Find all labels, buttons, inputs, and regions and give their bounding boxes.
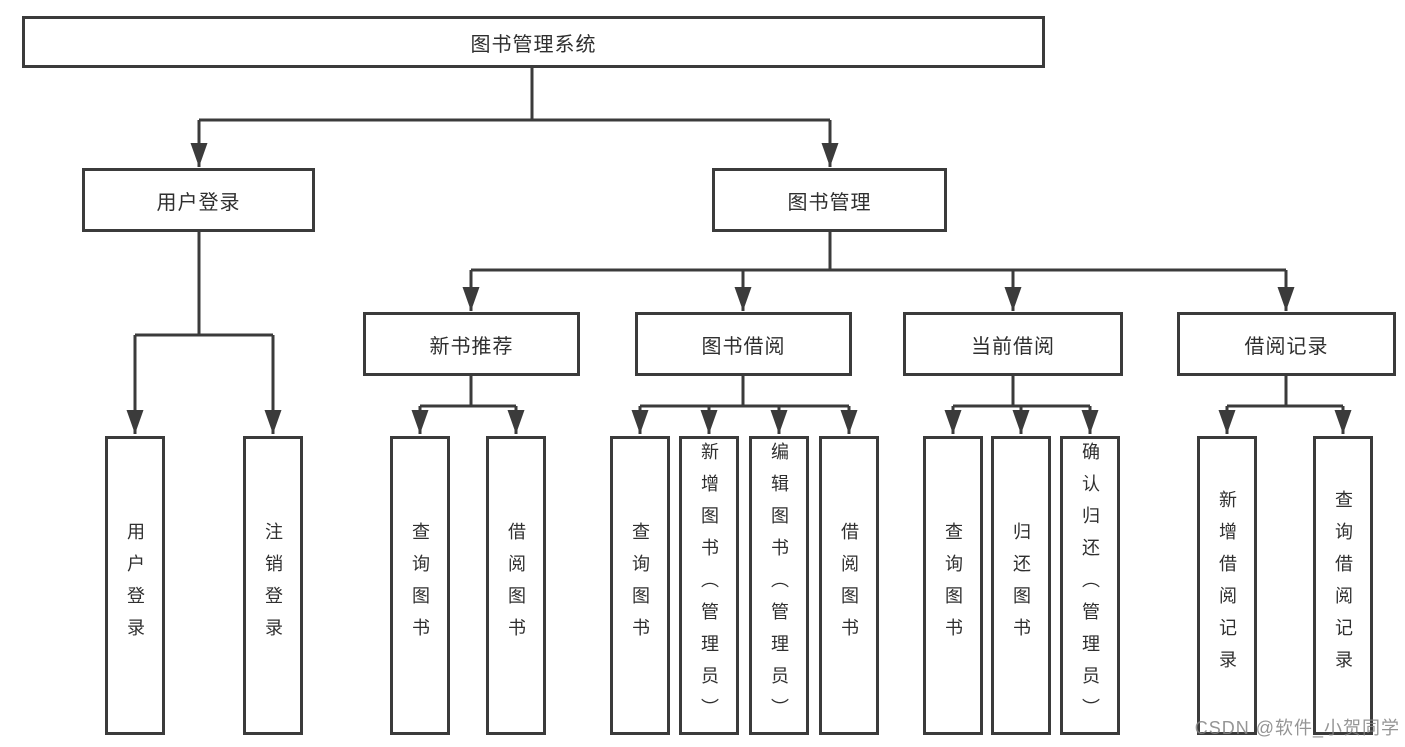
leaf-label: 借阅图书: [839, 521, 859, 650]
leaf-borrow-books-borrowing: 借阅图书: [819, 436, 879, 735]
node-label: 图书管理系统: [470, 33, 597, 56]
leaf-label: 新增图书（管理员）: [699, 441, 719, 730]
leaf-label: 借阅图书: [506, 521, 526, 650]
arrow-connectors: [126, 120, 1352, 434]
leaf-query-books-recommend: 查询图书: [390, 436, 450, 735]
node-book-management: 图书管理: [712, 168, 947, 232]
leaf-add-book-admin: 新增图书（管理员）: [679, 436, 739, 735]
leaf-user-login: 用户登录: [105, 436, 165, 735]
node-new-book-recommend: 新书推荐: [363, 312, 580, 376]
leaf-confirm-return-admin: 确认归还（管理员）: [1060, 436, 1120, 735]
node-borrowing-records: 借阅记录: [1177, 312, 1396, 376]
leaf-logout: 注销登录: [243, 436, 303, 735]
leaf-add-borrow-record: 新增借阅记录: [1197, 436, 1257, 735]
node-user-login: 用户登录: [82, 168, 315, 232]
node-label: 当前借阅: [971, 335, 1055, 358]
leaf-label: 归还图书: [1011, 521, 1031, 650]
leaf-label: 用户登录: [125, 521, 145, 650]
leaf-borrow-books-recommend: 借阅图书: [486, 436, 546, 735]
node-library-system: 图书管理系统: [22, 16, 1045, 68]
leaf-label: 查询图书: [943, 521, 963, 650]
node-current-borrowing: 当前借阅: [903, 312, 1123, 376]
connector-trunks: [135, 68, 1343, 408]
leaf-label: 新增借阅记录: [1217, 489, 1237, 682]
node-label: 用户登录: [156, 191, 241, 214]
leaf-label: 注销登录: [263, 521, 283, 650]
node-label: 新书推荐: [429, 335, 514, 358]
leaf-label: 查询图书: [410, 521, 430, 650]
leaf-label: 查询借阅记录: [1333, 489, 1353, 682]
leaf-query-borrow-record: 查询借阅记录: [1313, 436, 1373, 735]
leaf-label: 确认归还（管理员）: [1080, 441, 1100, 730]
node-book-borrowing: 图书借阅: [635, 312, 852, 376]
leaf-query-books-current: 查询图书: [923, 436, 983, 735]
node-label: 借阅记录: [1244, 335, 1329, 358]
csdn-watermark: CSDN @软件_小贺同学: [1194, 718, 1400, 738]
leaf-label: 查询图书: [630, 521, 650, 650]
node-label: 图书借阅: [701, 335, 786, 358]
node-label: 图书管理: [787, 191, 872, 214]
leaf-label: 编辑图书（管理员）: [769, 441, 789, 730]
leaf-return-book: 归还图书: [991, 436, 1051, 735]
leaf-edit-book-admin: 编辑图书（管理员）: [749, 436, 809, 735]
leaf-query-books-borrowing: 查询图书: [610, 436, 670, 735]
